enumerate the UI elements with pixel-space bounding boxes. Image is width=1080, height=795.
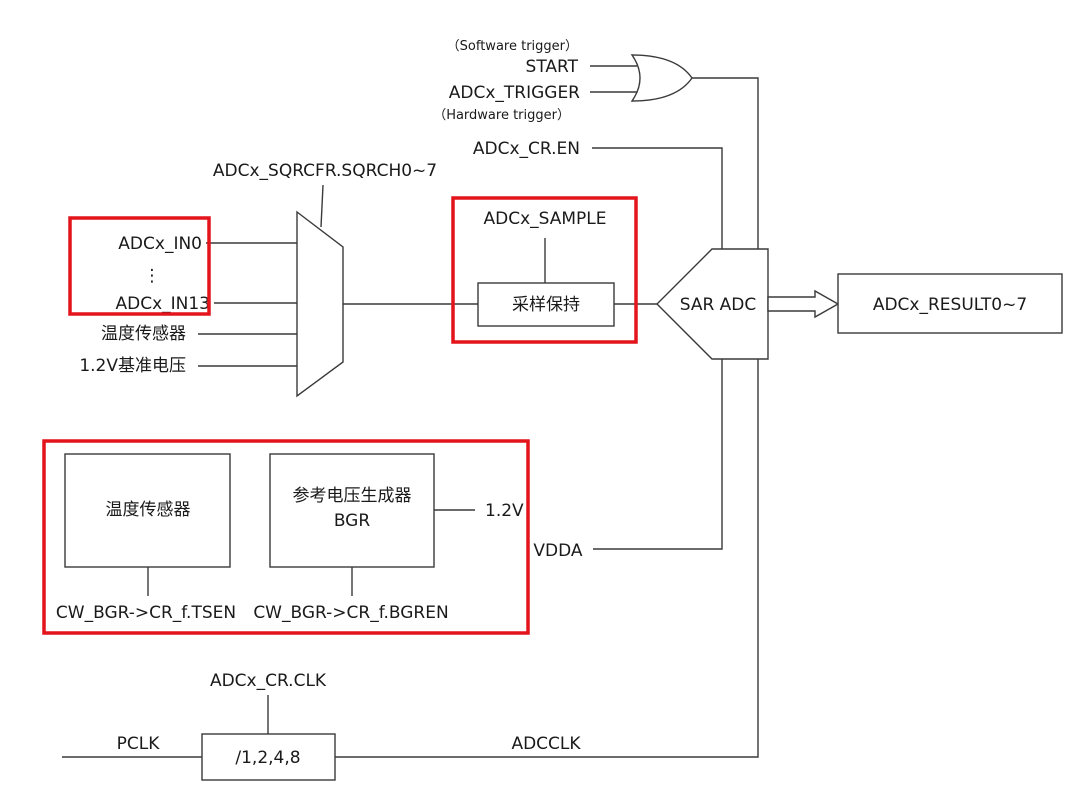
adcclk-wire <box>335 359 759 758</box>
input-ref-voltage-label: 1.2V基准电压 <box>79 356 186 376</box>
clock-divider-label: /1,2,4,8 <box>235 748 300 768</box>
input-in13-label: ADCx_IN13 <box>115 294 210 314</box>
tsen-label: CW_BGR->CR_f.TSEN <box>56 603 236 623</box>
input-ellipsis: ⋮ <box>144 266 161 286</box>
mux-select-label: ADCx_SQRCFR.SQRCH0~7 <box>213 161 437 181</box>
or-gate <box>630 54 693 102</box>
enable-wire <box>592 147 723 252</box>
software-trigger-note: （Software trigger） <box>447 39 578 54</box>
input-mux <box>296 210 344 398</box>
sample-hold-label: 采样保持 <box>512 295 580 315</box>
clk-ctrl-label: ADCx_CR.CLK <box>210 671 327 691</box>
hardware-trigger-note: （Hardware trigger） <box>433 108 570 123</box>
sample-label: ADCx_SAMPLE <box>483 209 606 229</box>
temp-sensor-box-label: 温度传感器 <box>106 500 191 520</box>
bgr-output-label: 1.2V <box>485 501 524 521</box>
pclk-label: PCLK <box>117 734 161 754</box>
sample-hold-box <box>477 282 615 327</box>
result-box <box>837 273 1063 334</box>
trigger-to-adc-wire <box>692 77 759 252</box>
vdda-wire <box>593 359 723 550</box>
enable-label: ADCx_CR.EN <box>473 139 580 159</box>
vdda-label: VDDA <box>533 541 583 561</box>
start-label: START <box>526 57 579 77</box>
sar-adc-label: SAR ADC <box>680 295 757 315</box>
adc-trigger-label: ADCx_TRIGGER <box>449 83 580 103</box>
input-in0-label: ADCx_IN0 <box>118 234 202 254</box>
sample-highlight <box>451 196 638 344</box>
input-temp-sensor-label: 温度传感器 <box>101 324 186 344</box>
bgren-label: CW_BGR->CR_f.BGREN <box>253 603 448 623</box>
input-channels-highlight <box>68 216 211 316</box>
bgr-box <box>269 453 435 568</box>
bgr-box-label-2: BGR <box>334 511 371 531</box>
temp-sensor-box <box>64 453 231 568</box>
result-label: ADCx_RESULT0~7 <box>873 295 1027 315</box>
mux-select-wire <box>320 184 324 228</box>
result-arrow <box>767 289 840 319</box>
adcclk-label: ADCCLK <box>511 734 581 754</box>
bgr-highlight <box>42 439 530 635</box>
bgr-box-label-1: 参考电压生成器 <box>293 486 412 506</box>
clock-divider-box <box>201 733 336 781</box>
